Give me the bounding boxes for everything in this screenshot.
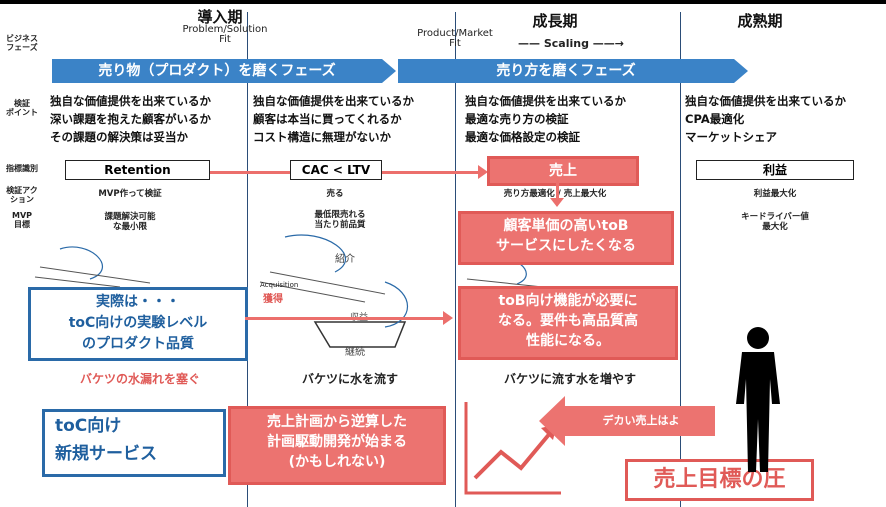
scaling-label: —— Scaling ——→ [518,37,625,50]
bucket-increase: バケツに流す水を増やす [503,372,636,386]
callout-toc-new: toC向け 新規サービス [42,409,226,477]
callout-reality: 実際は・・・ toC向けの実験レベル のプロダクト品質 [28,287,248,361]
metric-retention: Retention [65,160,210,180]
phase-title-intro: 導入期 [197,8,243,26]
flow-arrow [210,171,290,174]
band-sales: 売り方を磨くフェーズ [398,59,748,83]
side-label-mvp-goal: MVP 目標 [11,211,32,229]
bucket-pour: バケツに水を流す [301,372,398,386]
down-arrow [556,180,559,200]
check-points-pmf: 独自な価値提供を出来ているか顧客は本当に買ってくれるかコスト構造に無理がないか [253,94,414,144]
check-points-intro: 独自な価値提供を出来ているか深い課題を抱えた顧客がいるかその課題の解決策は妥当か [50,94,211,144]
action-mature: 利益最大化 [753,189,797,199]
goal-intro: 課題解決可能 な最小限 [104,212,156,232]
funnel-label-acq-jp: 獲得 [263,292,283,305]
callout-tob-features: toB向け機能が必要に なる。要件も高品質高 性能になる。 [458,286,678,360]
funnel-diagram-intro [34,246,151,288]
side-label-phase: ビジネス フェーズ [6,34,38,52]
metric-profit: 利益 [696,160,854,180]
person-silhouette-icon [736,327,780,472]
phase-divider [247,12,248,507]
phase-title-mature: 成熟期 [737,12,783,30]
action-growth: 売り方最適化 / 売上最大化 [503,189,607,199]
side-label-check-action: 検証アク ション [6,186,38,204]
action-intro: MVP作って検証 [98,189,162,199]
funnel-label-referral: 紹介 [335,252,355,265]
phase-divider [680,12,681,507]
goal-pmf: 最低限売れる 当たり前品質 [314,210,366,230]
callout-plan: 売上計画から逆算した 計画駆動開発が始まる (かもしれない) [228,406,446,485]
down-arrow-head [550,198,564,207]
metric-cac-ltv: CAC < LTV [290,160,382,180]
goal-mature: キードライバー値 最大化 [741,212,809,232]
phase-subtitle-growth: Product/Market Fit [417,28,493,49]
callout-high-price: 顧客単価の高いtoB サービスにしたくなる [458,211,674,265]
bucket-leak: バケツの水漏れを塞ぐ [79,372,200,386]
metric-sales: 売上 [487,156,639,186]
action-pmf: 売る [326,189,344,199]
side-label-check-points: 検証 ポイント [6,99,38,117]
funnel-label-retention: 継続 [345,345,365,358]
compare-arrow-head [443,311,453,325]
band-product: 売り物（プロダクト）を磨くフェーズ [52,59,396,83]
big-sales-arrow: デカい売上はよ [539,396,715,446]
phase-subtitle-intro: Problem/Solution Fit [182,24,268,45]
compare-arrow [245,317,445,320]
phase-title-growth: 成長期 [532,12,578,30]
phase-divider [455,12,456,507]
check-points-growth: 独自な価値提供を出来ているか最適な売り方の検証最適な価格設定の検証 [465,94,626,144]
side-label-kpi: 指標識別 [6,164,38,173]
slide: ビジネス フェーズ 検証 ポイント 指標識別 検証アク ション MVP 目標 導… [0,4,886,507]
flow-arrow-head [478,165,488,179]
flow-arrow [382,171,482,174]
funnel-diagram-pmf: Acquisition 紹介 獲得 収益 継続 [259,234,409,358]
funnel-label-acquisition: Acquisition [260,281,298,289]
big-sales-label: デカい売上はよ [602,414,680,427]
